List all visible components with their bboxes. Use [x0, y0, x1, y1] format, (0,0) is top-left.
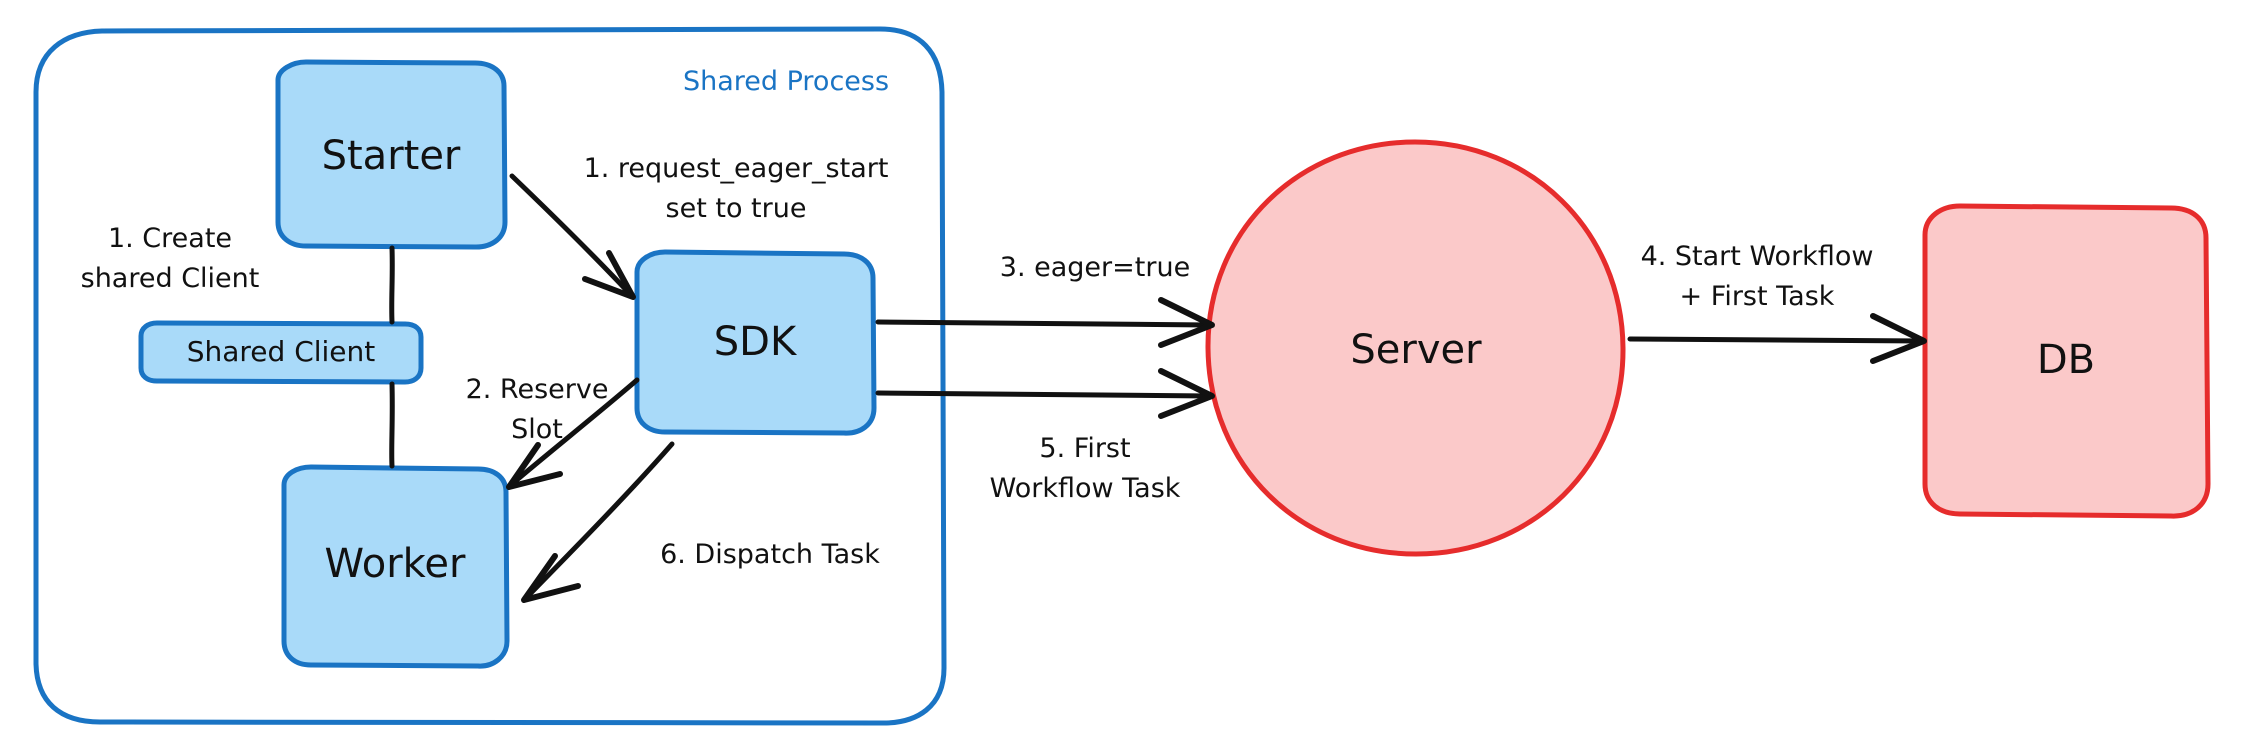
- edge-starter-sdk-line: [509, 173, 633, 297]
- server-shape: [1205, 139, 1626, 557]
- edge-sdk-server-first-task-label-line2: Workflow Task: [990, 473, 1181, 504]
- edge-sdk-worker-reserve-label-line1: 2. Reserve: [466, 374, 609, 405]
- worker-shape: [281, 464, 510, 669]
- edge-sdk-worker-reserve-label-line2: Slot: [511, 414, 563, 445]
- edge-sdk-worker-dispatch-line: [525, 441, 675, 599]
- edge-starter-shared-client: 1. Create shared Client: [81, 223, 395, 325]
- edge-sdk-server-first-task: 5. First Workflow Task: [875, 368, 1215, 504]
- edge-sdk-server-eager-arrowhead: [1158, 297, 1215, 348]
- db-label: DB: [2037, 337, 2095, 383]
- edge-shared-client-worker-line: [389, 381, 395, 469]
- edge-starter-shared-client-label-line2: shared Client: [81, 263, 260, 294]
- sdk-shape: [634, 249, 877, 436]
- edge-sdk-worker-dispatch-arrowhead: [521, 553, 581, 603]
- edge-starter-sdk-label-line2: set to true: [666, 193, 807, 224]
- edge-sdk-server-first-task-label-line1: 5. First: [1039, 433, 1130, 464]
- edge-sdk-worker-dispatch-label: 6. Dispatch Task: [660, 539, 880, 570]
- shared-process-label: Shared Process: [683, 66, 889, 97]
- shared-process-boundary: [33, 26, 947, 726]
- edge-sdk-worker-reserve-arrowhead: [506, 442, 563, 490]
- starter-shape: [275, 59, 508, 250]
- group-shared-process: Shared Process: [33, 26, 947, 726]
- edge-sdk-server-eager: 3. eager=true: [875, 252, 1215, 348]
- db-shape: [1922, 203, 2211, 519]
- node-db[interactable]: DB: [1922, 203, 2211, 519]
- starter-label: Starter: [322, 133, 461, 179]
- edge-server-db-line: [1627, 336, 1925, 344]
- edge-server-db-arrowhead: [1870, 313, 1927, 364]
- edge-sdk-worker-dispatch: 6. Dispatch Task: [521, 441, 880, 603]
- sdk-label: SDK: [714, 319, 798, 365]
- edge-starter-sdk-label-line1: 1. request_eager_start: [584, 153, 889, 184]
- edge-starter-sdk-arrowhead: [582, 250, 636, 300]
- shared-client-label: Shared Client: [187, 335, 376, 368]
- edge-sdk-worker-reserve: 2. Reserve Slot: [466, 374, 640, 490]
- node-server[interactable]: Server: [1205, 139, 1626, 557]
- edge-sdk-server-eager-label: 3. eager=true: [1000, 252, 1190, 283]
- edge-server-db: 4. Start Workflow + First Task: [1627, 241, 1927, 364]
- edge-starter-shared-client-line: [389, 245, 395, 325]
- shared-client-shape: [138, 320, 424, 385]
- node-sdk[interactable]: SDK: [634, 249, 877, 436]
- edge-sdk-server-first-task-arrowhead: [1158, 368, 1215, 419]
- node-starter[interactable]: Starter: [275, 59, 508, 250]
- node-worker[interactable]: Worker: [281, 464, 510, 669]
- worker-label: Worker: [325, 541, 466, 587]
- edge-sdk-worker-reserve-line: [509, 377, 640, 487]
- edge-server-db-label-line2: + First Task: [1680, 281, 1835, 312]
- edge-sdk-server-eager-line: [875, 319, 1213, 328]
- edge-starter-sdk: 1. request_eager_start set to true: [509, 153, 889, 300]
- edge-server-db-label-line1: 4. Start Workflow: [1641, 241, 1874, 272]
- edge-sdk-server-first-task-line: [875, 390, 1213, 399]
- edge-starter-shared-client-label-line1: 1. Create: [108, 223, 232, 254]
- node-shared-client[interactable]: Shared Client: [138, 320, 424, 385]
- server-label: Server: [1350, 327, 1482, 373]
- edge-shared-client-worker: [389, 381, 395, 469]
